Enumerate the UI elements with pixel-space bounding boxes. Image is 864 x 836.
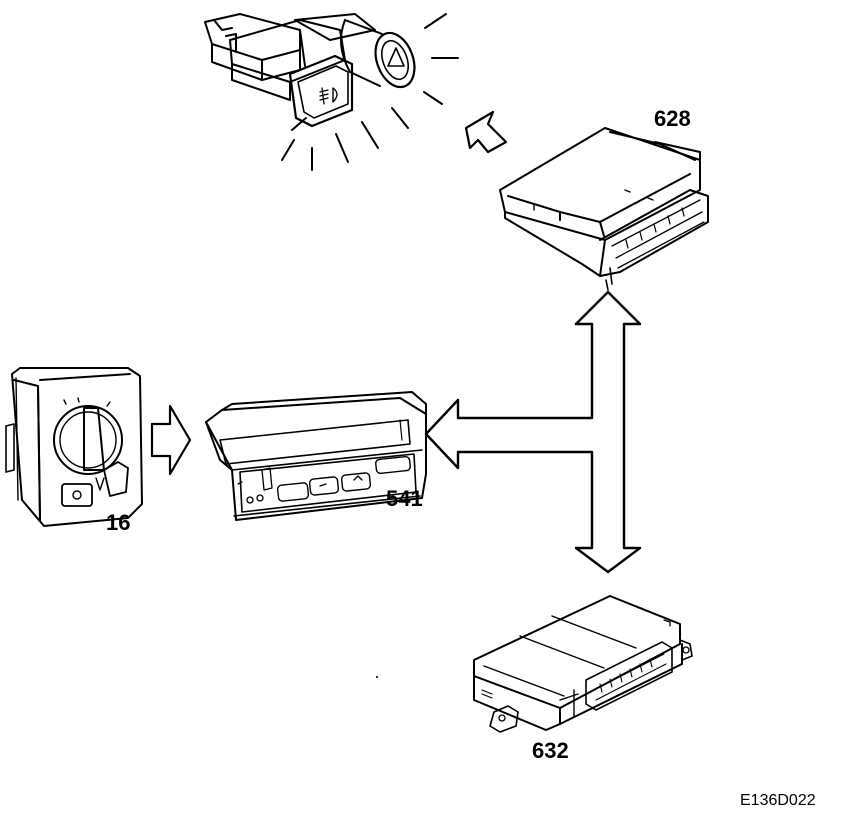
display-unit-541 (205, 391, 427, 521)
control-unit-628 (499, 127, 709, 291)
fog-light-icon (319, 87, 338, 105)
label-switch-16: 16 (106, 510, 131, 535)
hazard-triangle-icon (387, 47, 405, 67)
label-display-541: 541 (386, 486, 423, 511)
light-switch-knob-icon (53, 397, 123, 475)
data-bus-arrows (424, 290, 642, 574)
switch-panel-top (204, 13, 459, 171)
light-switch-16 (5, 367, 143, 527)
arrow-switch-to-display (150, 404, 192, 476)
arrow-to-switches (464, 110, 508, 154)
label-unit-628: 628 (654, 106, 691, 131)
label-unit-632: 632 (532, 738, 569, 763)
dimmer-wheel (103, 461, 129, 497)
hazard-switch (294, 13, 416, 89)
control-unit-632 (473, 595, 693, 733)
illumination-rays (281, 13, 459, 171)
rear-fog-button (61, 483, 93, 507)
fog-light-button (288, 54, 354, 128)
figure-reference: E136D022 (740, 792, 816, 809)
